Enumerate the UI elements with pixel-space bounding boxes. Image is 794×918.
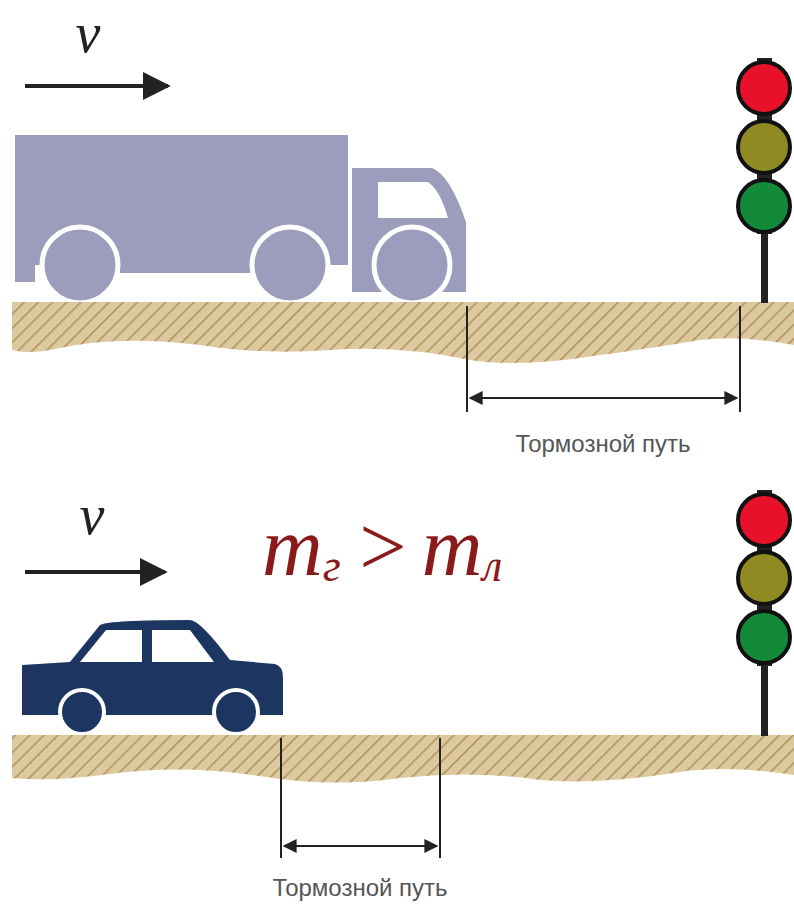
distance-label: Тормозной путь: [272, 874, 447, 903]
velocity-label: v: [80, 482, 105, 549]
car: [22, 620, 283, 734]
truck: [15, 135, 466, 303]
velocity-arrow: [25, 84, 168, 88]
dimension-arrow: [470, 397, 737, 399]
mass-symbol: m: [262, 500, 323, 593]
velocity-arrow: [25, 570, 165, 574]
operator: >: [359, 500, 406, 593]
subscript: г: [323, 540, 341, 591]
dimension-line: [466, 306, 468, 412]
subscript: л: [482, 540, 502, 591]
dimension-line: [439, 738, 441, 858]
ground: [12, 302, 794, 363]
dimension-arrow: [284, 845, 437, 847]
velocity-label: v: [76, 0, 101, 67]
dimension-line: [280, 738, 282, 858]
distance-label: Тормозной путь: [515, 430, 690, 459]
traffic-light: [738, 490, 790, 736]
traffic-light: [738, 58, 790, 303]
dimension-line: [739, 306, 741, 412]
ground: [12, 735, 794, 783]
mass-symbol: m: [422, 500, 483, 593]
mass-formula: mг>mл: [262, 505, 502, 589]
